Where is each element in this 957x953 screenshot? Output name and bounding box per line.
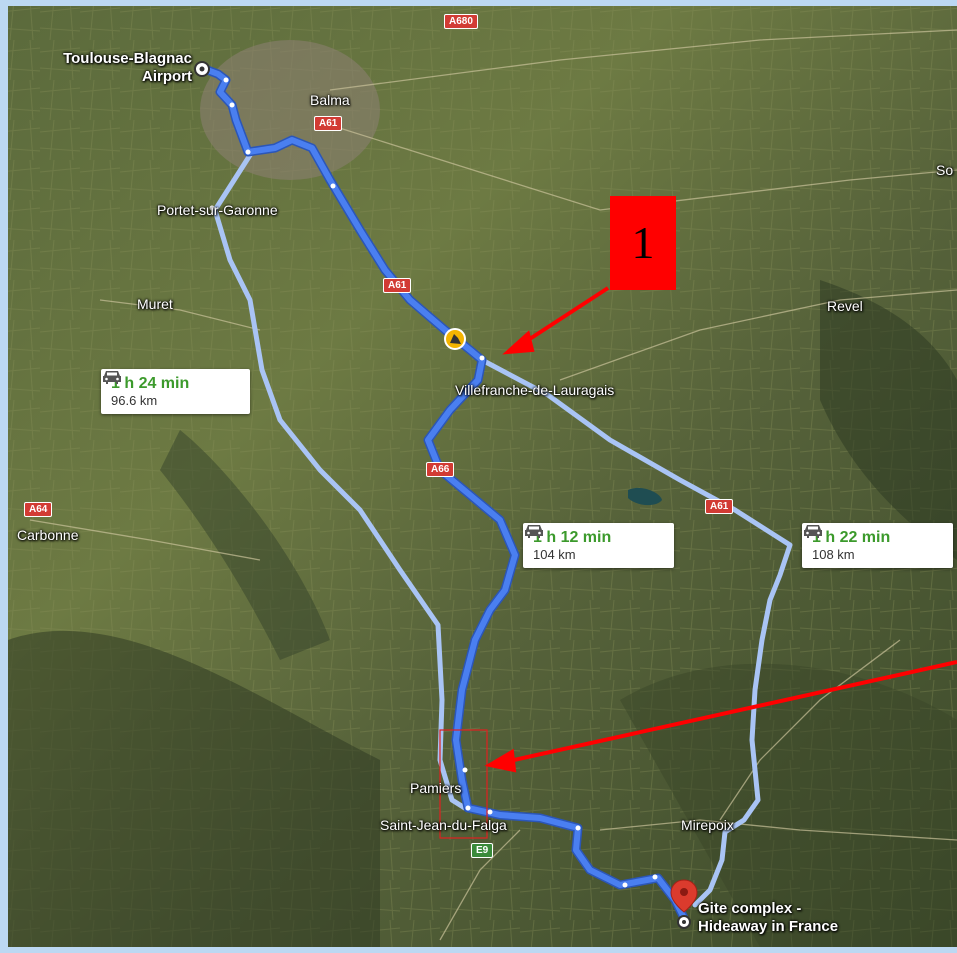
place-label: Balma xyxy=(310,92,350,108)
place-label: Revel xyxy=(827,298,863,314)
route-time: 1 h 22 min xyxy=(812,529,891,546)
road-shield: A64 xyxy=(24,502,53,517)
origin-label: Toulouse-Blagnac Airport xyxy=(20,50,192,86)
destination-pin-icon[interactable] xyxy=(670,879,698,929)
route-info-center[interactable]: 1 h 12 min 104 km xyxy=(523,523,674,568)
road-shield: A66 xyxy=(426,462,455,477)
place-label: Villefranche-de-Lauragais xyxy=(455,382,615,398)
road-shield: A61 xyxy=(314,116,343,131)
place-label: Carbonne xyxy=(17,527,79,543)
route-distance: 96.6 km xyxy=(111,393,158,408)
destination-label: Gite complex - Hideaway in France xyxy=(698,900,838,936)
place-label: Pamiers xyxy=(410,780,462,796)
road-shield: A61 xyxy=(383,278,412,293)
road-shield: A61 xyxy=(705,499,734,514)
car-icon xyxy=(103,371,121,384)
traffic-incident-icon[interactable] xyxy=(444,328,466,350)
place-label: Portet-sur-Garonne xyxy=(157,202,278,218)
road-shield: E9 xyxy=(471,843,494,858)
road-shield: A680 xyxy=(444,14,478,29)
route-time: 1 h 24 min xyxy=(111,375,190,392)
annotation-arrows xyxy=(484,286,957,773)
origin-marker-icon[interactable] xyxy=(194,61,210,77)
place-label: Mirepoix xyxy=(681,817,734,833)
destination-name-line2: Hideaway in France xyxy=(698,918,839,935)
car-icon xyxy=(804,525,822,538)
annotation-number-label: 1 xyxy=(610,196,676,290)
car-icon xyxy=(525,525,543,538)
route-info-east[interactable]: 1 h 22 min 108 km xyxy=(802,523,953,568)
origin-name-line2: Airport xyxy=(142,68,192,85)
place-label: So xyxy=(936,162,954,178)
route-distance: 108 km xyxy=(812,547,855,562)
route-info-west[interactable]: 1 h 24 min 96.6 km xyxy=(101,369,250,414)
origin-name: Toulouse-Blagnac xyxy=(63,50,192,67)
place-label: Muret xyxy=(137,296,173,312)
place-label: Saint-Jean-du-Falga xyxy=(380,817,507,833)
route-time: 1 h 12 min xyxy=(533,529,612,546)
highlight-box xyxy=(439,729,488,839)
destination-name: Gite complex - xyxy=(698,900,802,917)
route-distance: 104 km xyxy=(533,547,576,562)
